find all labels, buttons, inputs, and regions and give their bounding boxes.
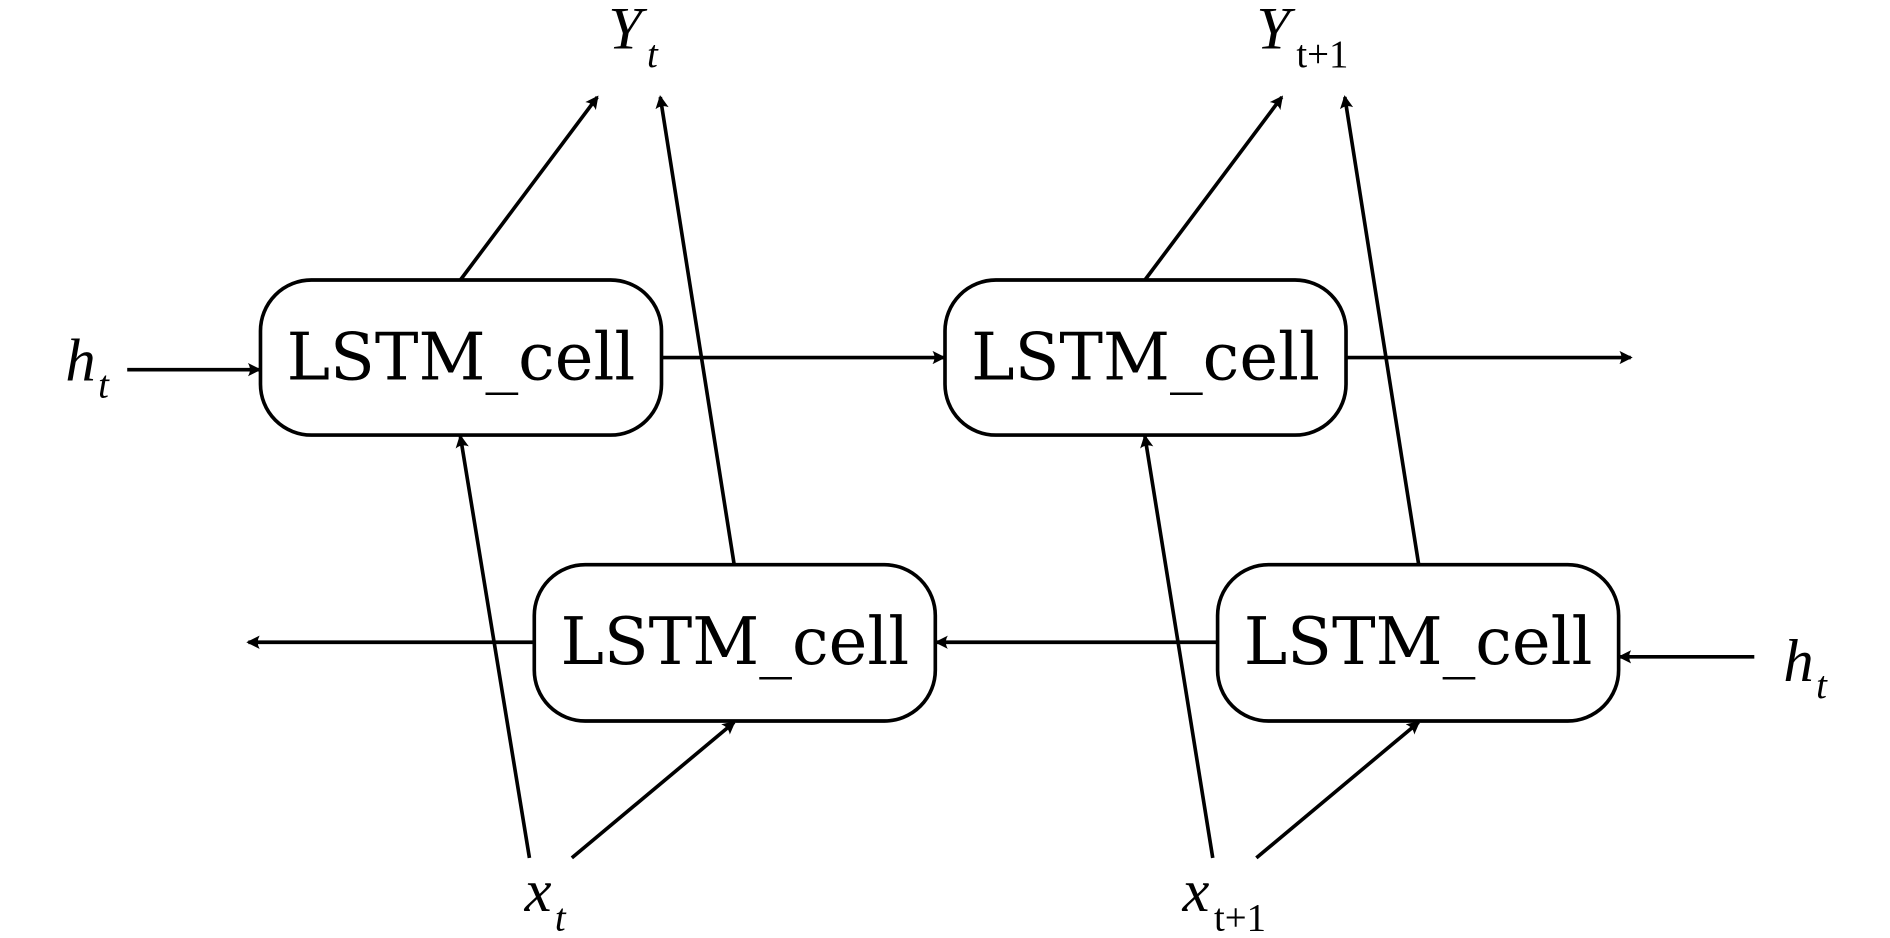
edge-bwd-t1-to-y-t1 (1339, 95, 1421, 565)
edge-x-t1-to-bwd-t1 (1255, 720, 1421, 860)
cell-box (1215, 562, 1621, 723)
label-y-t1: Y t+1 (1256, 0, 1348, 76)
lstm-cell-backward-t1: LSTM_cell (1215, 562, 1621, 723)
edge-fwd-t-to-y-t (458, 95, 599, 282)
label-base: x (1181, 858, 1209, 925)
label-base: h (65, 328, 95, 395)
label-h-right: h t (1783, 628, 1828, 707)
label-h-left: h t (65, 328, 110, 407)
label-sub: t (1816, 664, 1828, 707)
label-x-t: x t (524, 858, 567, 938)
edge-x-t-to-bwd-t (570, 720, 736, 860)
label-x-t1: x t+1 (1181, 858, 1266, 938)
label-base: h (1783, 628, 1813, 695)
label-sub: t+1 (1214, 897, 1266, 938)
lstm-cell-forward-t: LSTM_cell (258, 278, 664, 437)
cell-box (943, 278, 1348, 437)
label-base: Y (608, 0, 648, 63)
edge-x-t-to-fwd-t (455, 434, 532, 859)
label-sub: t+1 (1296, 33, 1348, 76)
edge-fwd-t1-to-y-t1 (1143, 95, 1284, 282)
cell-box (532, 562, 938, 723)
cell-label: LSTM_cell (971, 319, 1320, 395)
label-base: Y (1256, 0, 1296, 63)
edge-bwd-t-to-y-t (655, 95, 736, 565)
label-y-t: Y t (608, 0, 659, 76)
lstm-cell-backward-t: LSTM_cell (532, 562, 938, 723)
edges (127, 95, 1755, 860)
cell-label: LSTM_cell (1244, 604, 1593, 680)
label-sub: t (555, 897, 567, 938)
cell-label: LSTM_cell (560, 604, 909, 680)
cell-box (258, 278, 664, 437)
cell-label: LSTM_cell (287, 319, 636, 395)
label-sub: t (647, 33, 659, 76)
label-sub: t (98, 364, 110, 407)
label-base: x (524, 858, 552, 925)
edge-x-t1-to-fwd-t1 (1140, 434, 1215, 859)
lstm-cell-forward-t1: LSTM_cell (943, 278, 1348, 437)
